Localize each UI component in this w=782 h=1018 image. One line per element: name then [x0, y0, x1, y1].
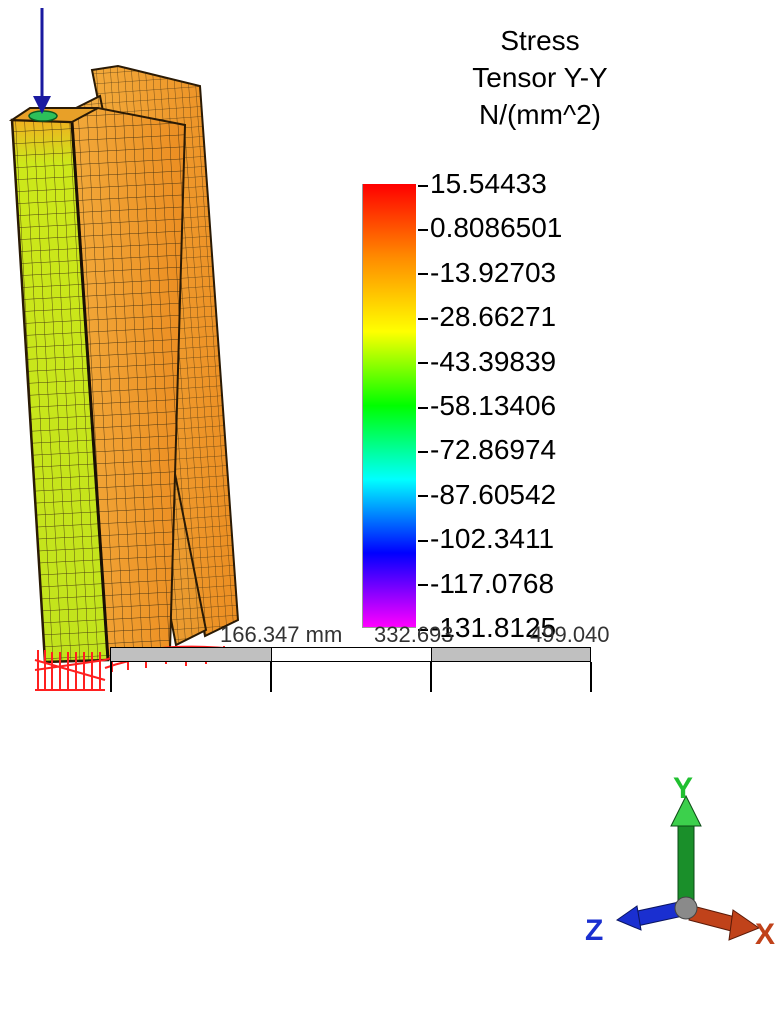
triad-label-x: X	[755, 918, 775, 950]
legend-tick	[418, 584, 428, 587]
legend-tick	[418, 628, 428, 631]
scale-segment	[431, 647, 591, 662]
legend-value: 0.8086501	[418, 211, 562, 245]
legend-value-text: -87.60542	[430, 478, 557, 510]
legend-tick	[418, 273, 428, 276]
legend-tick	[418, 184, 428, 187]
legend-value-text: -58.13406	[430, 390, 557, 421]
scale-segment	[271, 647, 432, 662]
triad-label-z: Z	[585, 914, 603, 947]
legend-value-text: -102.3411	[430, 523, 555, 555]
scale-ticks	[110, 662, 592, 692]
legend-value: 15.54433	[418, 167, 547, 201]
legend-title-line: Stress	[500, 25, 580, 56]
legend-value: -102.3411	[418, 522, 554, 556]
scale-segment	[110, 647, 272, 662]
legend-tick	[418, 406, 428, 409]
legend-title-line: Tensor Y-Y	[472, 62, 608, 93]
colorbar	[362, 184, 416, 628]
axis-triad: Y Z X	[585, 772, 775, 950]
legend-tick	[418, 317, 428, 320]
scale-label-1: 166.347 mm	[220, 622, 343, 647]
legend-value-text: -72.86974	[430, 434, 557, 466]
y-axis-arrow	[670, 794, 702, 901]
legend-value: -117.0768	[418, 567, 554, 601]
legend-value-text: -43.39839	[430, 345, 557, 377]
legend-tick	[418, 229, 428, 231]
legend-value-text: 15.54433	[430, 168, 547, 199]
legend-tick	[418, 362, 428, 365]
x-axis-arrow	[688, 905, 761, 941]
legend-tick	[418, 495, 428, 498]
legend-value: -58.13406	[418, 389, 556, 423]
fea-model[interactable]	[0, 0, 300, 700]
legend-value-text: 0.8086501	[430, 212, 563, 244]
legend-value: -13.92703	[418, 256, 556, 290]
legend-title-line: N/(mm^2)	[478, 99, 601, 130]
legend-value-text: -28.66271	[430, 301, 557, 333]
legend-value: -87.60542	[418, 478, 556, 512]
legend-value-text: -13.92703	[430, 256, 557, 288]
scale-bar	[110, 647, 591, 667]
legend-value: -131.8125	[418, 611, 556, 645]
legend-title: Stress Tensor Y-Y N/(mm^2)	[430, 22, 650, 133]
legend-value: -28.66271	[418, 300, 556, 334]
legend-value: -43.39839	[418, 345, 556, 379]
triad-label-y: Y	[673, 772, 693, 805]
load-arrow	[33, 8, 51, 114]
scale-label-3: 499.040	[530, 622, 610, 647]
z-axis-arrow	[615, 901, 684, 931]
scale-label-2: 332.693	[374, 622, 454, 647]
legend-tick	[418, 539, 428, 542]
legend-value-text: -131.8125	[430, 612, 557, 643]
legend-value: -72.86974	[418, 433, 556, 467]
triad-origin	[674, 896, 698, 920]
legend-tick	[418, 451, 428, 453]
legend-value-text: -117.0768	[430, 567, 555, 599]
